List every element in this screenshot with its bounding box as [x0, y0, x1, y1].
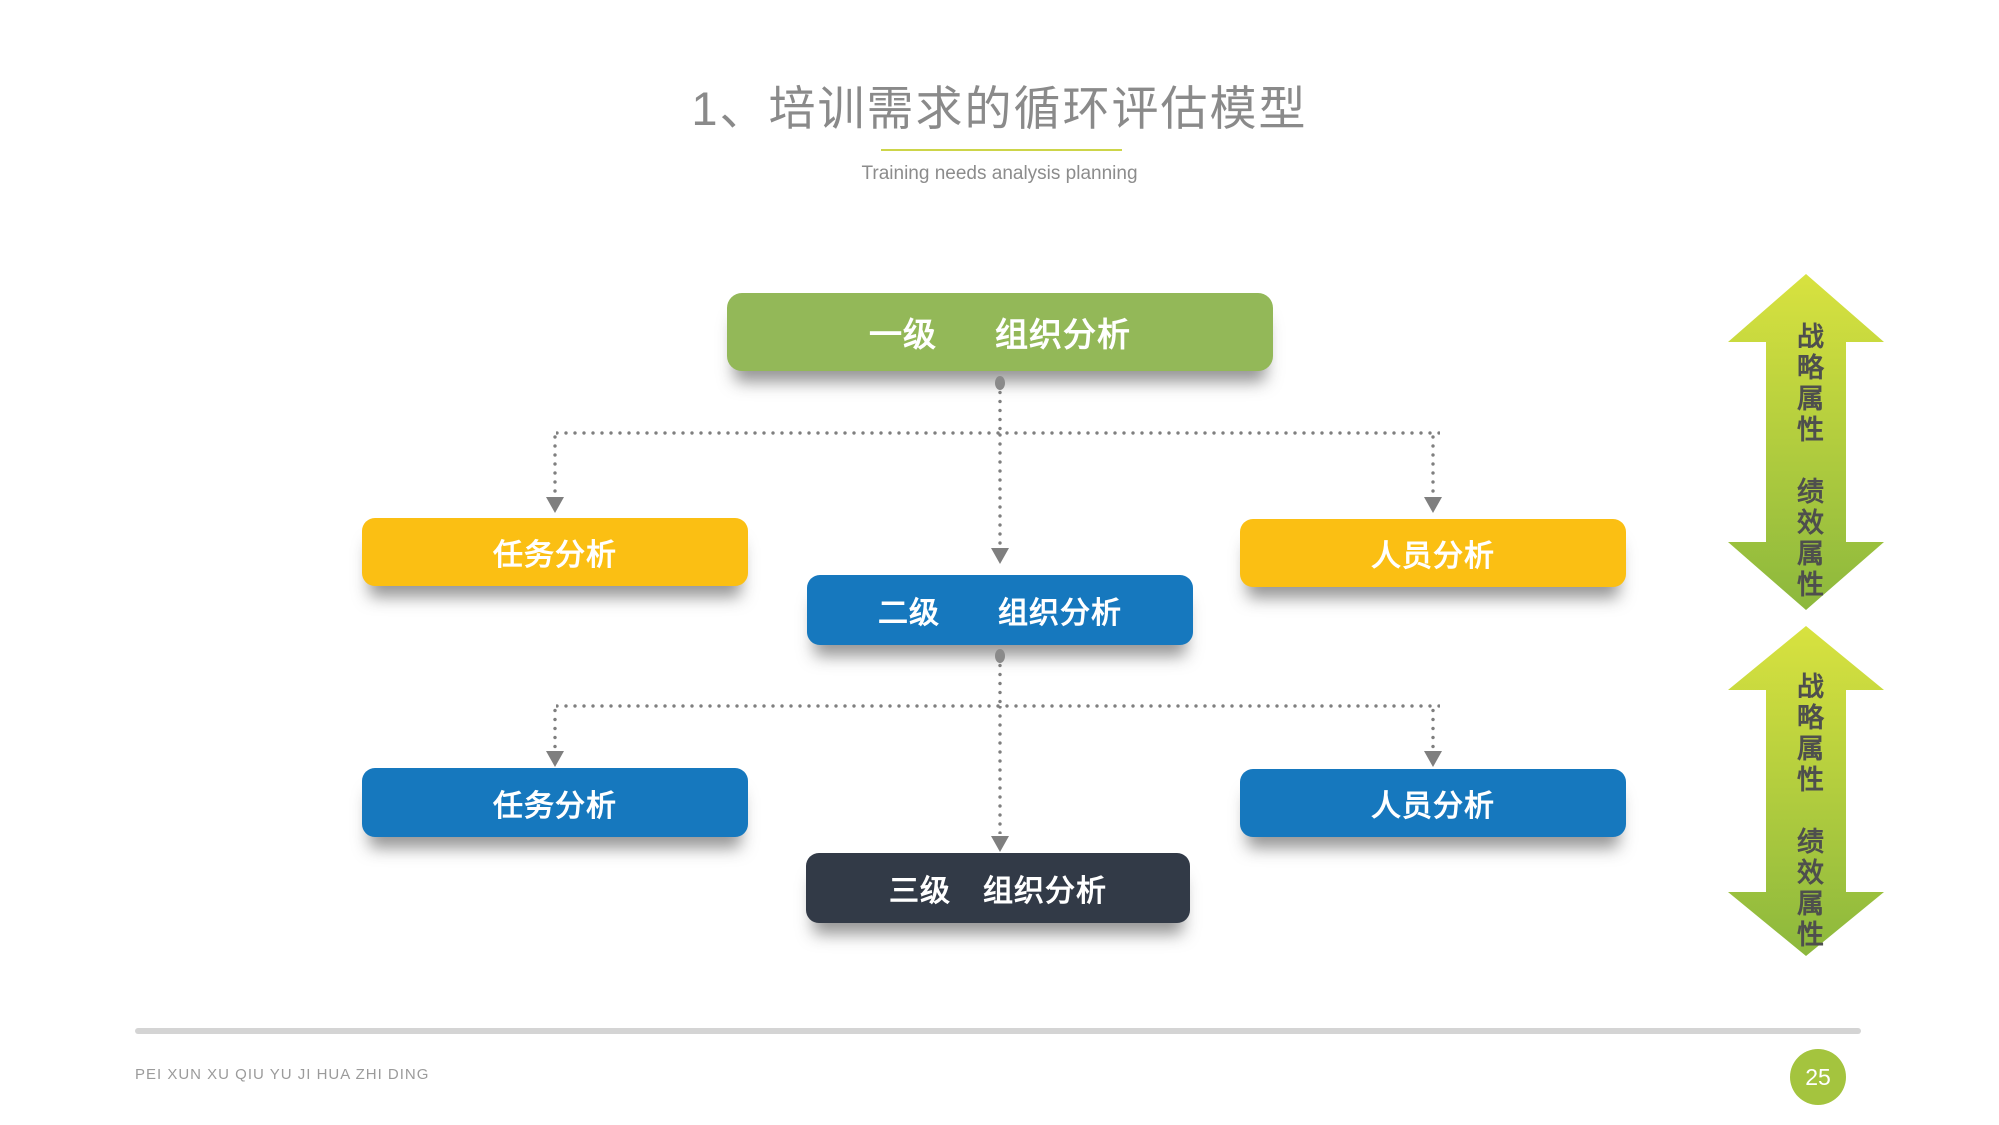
node-level2-label: 组织分析	[998, 597, 1122, 630]
dotted-line-level2-down	[998, 663, 1002, 704]
arrowhead-level2	[991, 548, 1009, 564]
node-person-analysis-bottom: 人员分析	[1240, 769, 1626, 837]
side-arrow-lower-label: 战略属性 绩效属性	[1793, 672, 1823, 951]
double-arrow-icon-lower	[1726, 626, 1886, 956]
junction-dot-level2	[995, 649, 1005, 663]
dotted-line-to-level3	[998, 706, 1002, 834]
footer-divider	[135, 1028, 1861, 1034]
arrowhead-level3	[991, 836, 1009, 852]
dotted-line-to-level2	[998, 433, 1002, 545]
dotted-line-to-task-bottom	[553, 706, 557, 751]
double-arrow-icon-upper	[1726, 274, 1886, 610]
footer-text: PEI XUN XU QIU YU JI HUA ZHI DING	[135, 1066, 430, 1083]
side-arrow-upper-label: 战略属性 绩效属性	[1793, 322, 1823, 601]
node-person-bottom-label: 人员分析	[1371, 790, 1495, 823]
node-level3-label: 组织分析	[983, 875, 1107, 908]
arrowhead-task-bottom	[546, 751, 564, 767]
title-underline	[881, 149, 1122, 151]
node-person-analysis-top: 人员分析	[1240, 519, 1626, 587]
dotted-line-to-person-top	[1431, 433, 1435, 495]
node-level1-prefix: 一级	[869, 316, 937, 353]
arrowhead-task-top	[546, 497, 564, 513]
node-level3-organization-analysis: 三级 组织分析	[806, 853, 1190, 923]
node-level2-organization-analysis: 二级 组织分析	[807, 575, 1193, 645]
page-number-badge: 25	[1790, 1049, 1846, 1105]
node-task-bottom-label: 任务分析	[493, 789, 617, 823]
page-subtitle: Training needs analysis planning	[861, 163, 1138, 184]
dotted-line-to-task-top	[553, 433, 557, 495]
node-task-analysis-bottom: 任务分析	[362, 768, 748, 837]
dotted-line-to-person-bottom	[1431, 706, 1435, 751]
dotted-line-level1-down	[998, 390, 1002, 431]
node-task-analysis-top: 任务分析	[362, 518, 748, 586]
page-title: 1、培训需求的循环评估模型	[691, 82, 1308, 135]
junction-dot-level1	[995, 376, 1005, 390]
node-level2-prefix: 二级	[878, 597, 940, 630]
node-level1-organization-analysis: 一级 组织分析	[727, 293, 1273, 371]
node-level1-label: 组织分析	[995, 316, 1131, 353]
page-number: 25	[1805, 1063, 1831, 1090]
node-level3-prefix: 三级	[889, 875, 951, 908]
arrowhead-person-bottom	[1424, 751, 1442, 767]
node-task-top-label: 任务分析	[493, 539, 617, 572]
node-person-top-label: 人员分析	[1371, 540, 1495, 573]
arrowhead-person-top	[1424, 497, 1442, 513]
